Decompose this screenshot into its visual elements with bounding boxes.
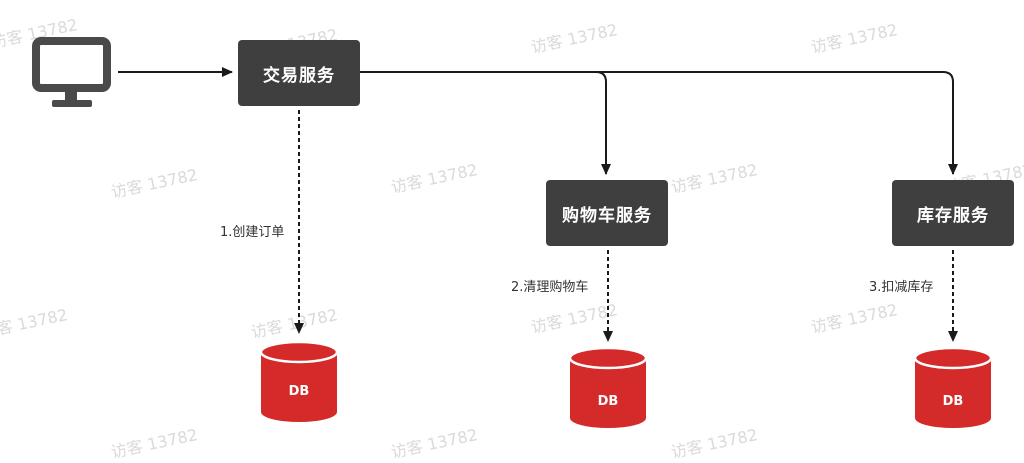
trade-to-cart-arrow — [360, 71, 611, 175]
trade-db-label: DB — [288, 384, 310, 399]
step-deduct-stock-label: 3.扣减库存 — [869, 280, 934, 295]
stock-service-box: 库存服务 — [892, 180, 1014, 246]
diagram-canvas — [32, 37, 993, 428]
step-create-order-label: 1.创建订单 — [220, 225, 285, 240]
stock-db-label: DB — [942, 394, 964, 409]
monitor-icon — [32, 37, 111, 107]
stock-database — [913, 346, 993, 428]
cart-service-box: 购物车服务 — [546, 180, 668, 246]
trade-database — [259, 340, 339, 422]
trade-service-box: 交易服务 — [238, 40, 360, 106]
trade-to-stock-arrow — [596, 71, 958, 175]
step-clear-cart-label: 2.清理购物车 — [511, 280, 589, 295]
cart-db-label: DB — [597, 394, 619, 409]
cart-database — [568, 346, 648, 428]
